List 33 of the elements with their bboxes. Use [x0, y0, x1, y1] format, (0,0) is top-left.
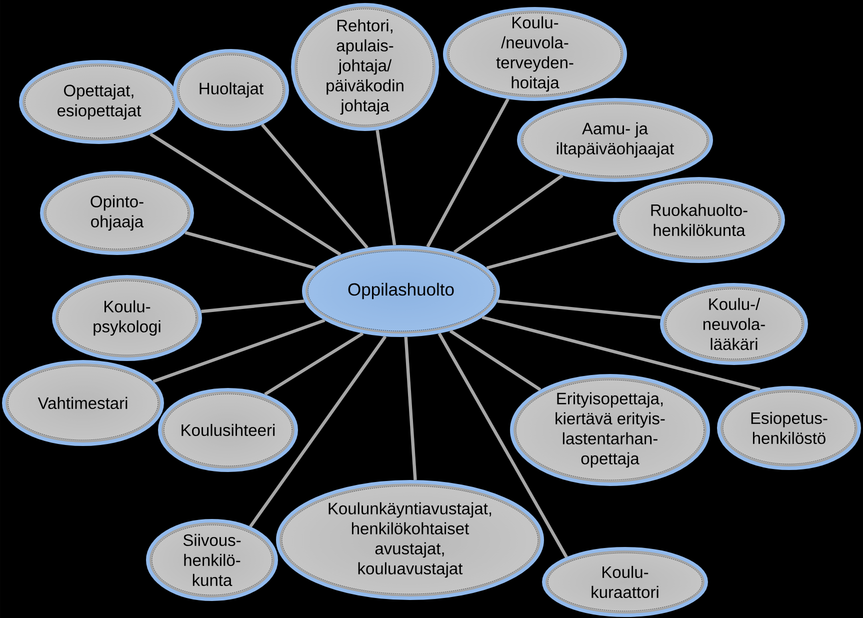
connector-line: [249, 335, 387, 528]
central-bubble: Oppilashuolto: [302, 244, 500, 337]
bubble-node: Erityisopettaja, kiertävä erityis- lastentarhan- opettaja: [510, 374, 710, 486]
connector-line: [426, 98, 510, 248]
bubble-node: Siivous- henkilö- kunta: [146, 518, 278, 601]
connector-line: [449, 330, 542, 392]
bubble-node: Koulu- psykologi: [52, 275, 202, 361]
connector-line: [200, 300, 305, 314]
bubble-node: Aamu- ja iltapäiväohjaajat: [517, 98, 713, 182]
bubble-node: Opinto- ohjaaja: [40, 171, 194, 255]
bubble-node: Vahtimestari: [2, 360, 164, 446]
connector-line: [150, 132, 342, 256]
connector-line: [486, 231, 618, 270]
connector-line: [376, 130, 396, 246]
bubble-node: Ruokahuolto- henkilökunta: [613, 177, 785, 263]
connector-line: [453, 174, 564, 254]
bubble-node: Opettajat, esiopettajat: [19, 60, 179, 144]
bubble-node: Koulu- kuraattori: [542, 546, 708, 617]
connector-line: [497, 300, 662, 320]
bubble-node: Koulunkäyntiavustajat, henkilökohtaiset avustajat, kouluavustajat: [276, 480, 544, 600]
connector-line: [404, 336, 417, 480]
connector-line: [264, 332, 364, 396]
bubble-node: Rehtori, apulais- johtaja/ päiväkodin johtaja: [291, 3, 439, 131]
connector-line: [152, 318, 326, 384]
connector-line: [184, 230, 316, 270]
connector-line: [438, 332, 568, 558]
bubble-node: Koulusihteeri: [158, 388, 298, 472]
bubble-node: Esiopetus- henkilöstö: [717, 386, 861, 470]
bubble-node: Koulu- /neuvola- terveyden- hoitaja: [443, 7, 627, 101]
connector-line: [260, 124, 368, 249]
bubble-node: Huoltajat: [173, 49, 289, 131]
connector-line: [482, 316, 760, 392]
bubble-node: Koulu-/ neuvola- lääkäri: [660, 282, 808, 365]
